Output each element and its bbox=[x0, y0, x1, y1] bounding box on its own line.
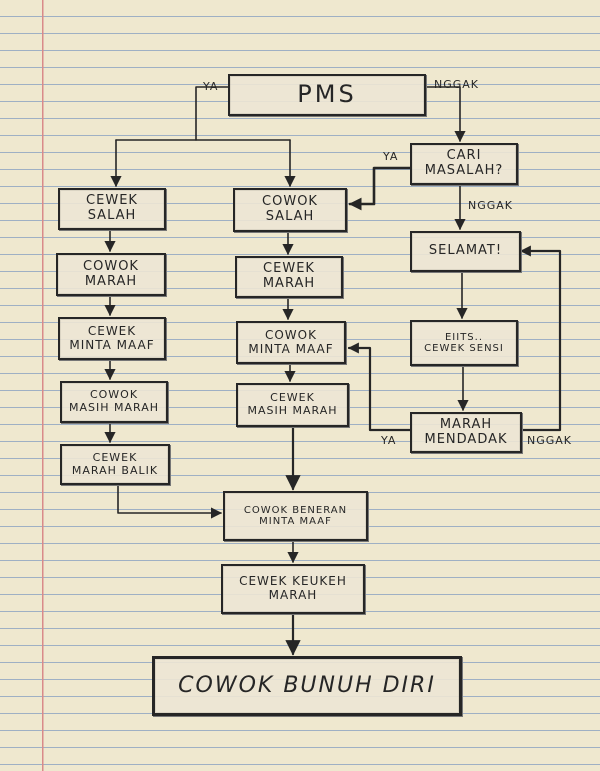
node-cowok-beneran-minta-maaf-line-2: MINTA MAAF bbox=[259, 516, 332, 527]
edge-pms-nggak bbox=[425, 86, 466, 143]
label-marah-ya: YA bbox=[381, 434, 397, 447]
label-pms-ya: YA bbox=[203, 80, 219, 93]
label-cari-ya: YA bbox=[383, 150, 399, 163]
node-cewek-marah-line-2: MARAH bbox=[262, 276, 316, 291]
node-cowok-minta-maaf: COWOK MINTA MAAF bbox=[236, 321, 346, 364]
edge-pms-ya bbox=[195, 86, 229, 141]
edge-l5 bbox=[117, 484, 223, 519]
node-cewek-masih-marah-line-1: CEWEK bbox=[270, 391, 315, 405]
edge-marah-ya bbox=[347, 342, 412, 432]
node-cewek-marah: CEWEK MARAH bbox=[235, 256, 343, 298]
label-pms-nggak: NGGAK bbox=[434, 78, 480, 91]
node-cari-masalah-line-1: CARI bbox=[446, 148, 482, 164]
node-cowok-salah: COWOK SALAH bbox=[233, 188, 347, 232]
node-cowok-marah-line-2: MARAH bbox=[84, 273, 138, 289]
label-marah-nggak: NGGAK bbox=[527, 434, 573, 447]
node-cewek-minta-maaf: CEWEK MINTA MAAF bbox=[58, 317, 166, 360]
node-cewek-marah-balik-line-2: MARAH BALIK bbox=[71, 463, 159, 477]
node-cewek-minta-maaf-line-2: MINTA MAAF bbox=[69, 337, 155, 352]
node-cewek-marah-line-1: CEWEK bbox=[263, 261, 315, 277]
node-cowok-beneran-minta-maaf-line-1: COWOK BENERAN bbox=[243, 504, 348, 516]
node-marah-mendadak: MARAH MENDADAK bbox=[410, 412, 522, 453]
node-cowok-masih-marah-line-1: COWOK bbox=[89, 388, 139, 402]
node-pms: PMS bbox=[228, 74, 426, 116]
node-cowok-minta-maaf-line-2: MINTA MAAF bbox=[248, 341, 334, 356]
node-cowok-salah-line-2: SALAH bbox=[265, 209, 315, 224]
node-cowok-marah-line-1: COWOK bbox=[83, 258, 139, 274]
node-cewek-keukeh-marah: CEWEK KEUKEH MARAH bbox=[221, 564, 365, 614]
node-cowok-bunuh-diri-line-1: COWOK BUNUH DIRI bbox=[178, 673, 436, 699]
node-eiits-cewek-sensi-line-1: EIITS.. bbox=[444, 331, 484, 343]
node-cewek-marah-balik-line-1: CEWEK bbox=[92, 450, 138, 464]
node-pms-line-1: PMS bbox=[297, 80, 357, 109]
label-cari-nggak: NGGAK bbox=[468, 199, 514, 212]
edge-marah-nggak bbox=[519, 245, 562, 432]
node-cowok-marah: COWOK MARAH bbox=[56, 253, 166, 296]
node-marah-mendadak-line-2: MENDADAK bbox=[424, 431, 508, 447]
node-selamat-line-1: SELAMAT! bbox=[428, 243, 503, 259]
node-cari-masalah-line-2: MASALAH? bbox=[424, 163, 504, 178]
node-eiits-cewek-sensi: EIITS.. CEWEK SENSI bbox=[410, 320, 518, 366]
node-cowok-masih-marah: COWOK MASIH MARAH bbox=[60, 381, 168, 423]
node-marah-mendadak-line-1: MARAH bbox=[439, 416, 493, 432]
node-cari-masalah: CARI MASALAH? bbox=[410, 143, 518, 185]
node-selamat: SELAMAT! bbox=[410, 231, 521, 272]
node-cowok-beneran-minta-maaf: COWOK BENERAN MINTA MAAF bbox=[223, 491, 368, 541]
node-cowok-bunuh-diri: COWOK BUNUH DIRI bbox=[152, 656, 462, 716]
node-cewek-keukeh-marah-line-1: CEWEK KEUKEH bbox=[239, 574, 347, 589]
node-cowok-minta-maaf-line-1: COWOK bbox=[264, 327, 317, 342]
node-cewek-masih-marah: CEWEK MASIH MARAH bbox=[236, 383, 349, 427]
node-cowok-salah-line-1: COWOK bbox=[262, 194, 318, 210]
node-cewek-minta-maaf-line-1: CEWEK bbox=[87, 323, 137, 338]
node-cewek-salah-line-2: SALAH bbox=[87, 208, 137, 223]
node-cowok-masih-marah-line-2: MASIH MARAH bbox=[68, 401, 160, 414]
edge-cari-ya bbox=[348, 166, 412, 211]
node-cewek-salah: CEWEK SALAH bbox=[58, 188, 166, 230]
node-cewek-marah-balik: CEWEK MARAH BALIK bbox=[60, 444, 170, 485]
node-cewek-salah-line-1: CEWEK bbox=[86, 193, 138, 209]
node-cewek-keukeh-marah-line-2: MARAH bbox=[268, 588, 318, 602]
node-cewek-masih-marah-line-2: MASIH MARAH bbox=[247, 404, 338, 417]
node-eiits-cewek-sensi-line-2: CEWEK SENSI bbox=[424, 343, 504, 354]
